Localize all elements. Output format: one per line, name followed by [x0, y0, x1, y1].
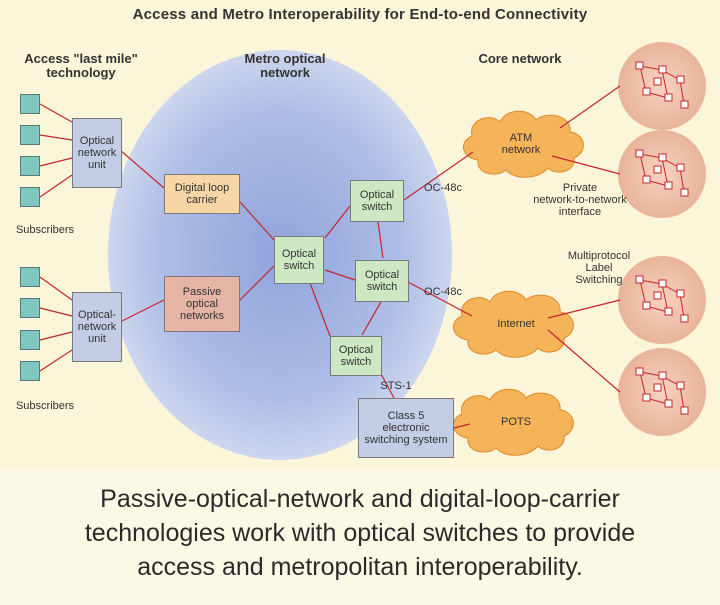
cloud-label-internet: Internet	[497, 318, 535, 330]
digital-loop-carrier: Digital loop carrier	[164, 174, 240, 214]
core-circle-4	[618, 348, 706, 436]
subscriber-terminal	[20, 361, 40, 381]
label-mpls: Multiprotocol Label Switching	[567, 250, 631, 286]
diagram-title: Access and Metro Interoperability for En…	[132, 6, 588, 23]
link-label-oc48c-bottom: OC-48c	[424, 286, 462, 298]
caption-line-2: technologies work with optical switches …	[84, 519, 636, 547]
optical-switch-mid: Optical switch	[355, 260, 409, 302]
links	[39, 85, 621, 429]
network-diagram: Access and Metro Interoperability for En…	[0, 0, 720, 470]
cloud-label-pots: POTS	[501, 416, 531, 428]
core-circle-1	[618, 42, 706, 130]
header-access: Access "last mile" technology	[24, 51, 138, 80]
optical-network-unit-bottom: Optical- network unit	[72, 292, 122, 362]
mini-networks	[635, 61, 689, 415]
link-label-sts1: STS-1	[380, 380, 412, 392]
subscriber-terminal	[20, 298, 40, 318]
cloud-pots	[453, 388, 574, 456]
header-core: Core network	[478, 51, 562, 66]
optical-switch-top: Optical switch	[350, 180, 404, 222]
subscriber-terminal	[20, 156, 40, 176]
optical-network-unit-top: Optical network unit	[72, 118, 122, 188]
label-private-nni: Private network-to-network interface	[533, 182, 627, 218]
subscriber-terminal	[20, 94, 40, 114]
cloud-atm	[463, 110, 584, 178]
subscriber-terminal	[20, 267, 40, 287]
caption-line-3: access and metropolitan interoperability…	[137, 553, 583, 581]
caption-line-1: Passive-optical-network and digital-loop…	[100, 485, 620, 513]
cloud-internet	[453, 290, 574, 358]
caption: Passive-optical-network and digital-loop…	[0, 470, 720, 605]
subscribers-label-bottom: Subscribers	[15, 400, 75, 412]
passive-optical-networks: Passive optical networks	[164, 276, 240, 332]
subscriber-terminal	[20, 330, 40, 350]
subscriber-terminal	[20, 187, 40, 207]
subscribers-label-top: Subscribers	[15, 224, 75, 236]
optical-switch-center: Optical switch	[274, 236, 324, 284]
header-metro: Metro optical network	[244, 51, 326, 80]
optical-switch-bottom: Optical switch	[330, 336, 382, 376]
cloud-label-atm: ATM network	[501, 132, 541, 156]
class5-switching-system: Class 5 electronic switching system	[358, 398, 454, 458]
link-label-oc48c-top: OC-48c	[424, 182, 462, 194]
subscriber-terminal	[20, 125, 40, 145]
